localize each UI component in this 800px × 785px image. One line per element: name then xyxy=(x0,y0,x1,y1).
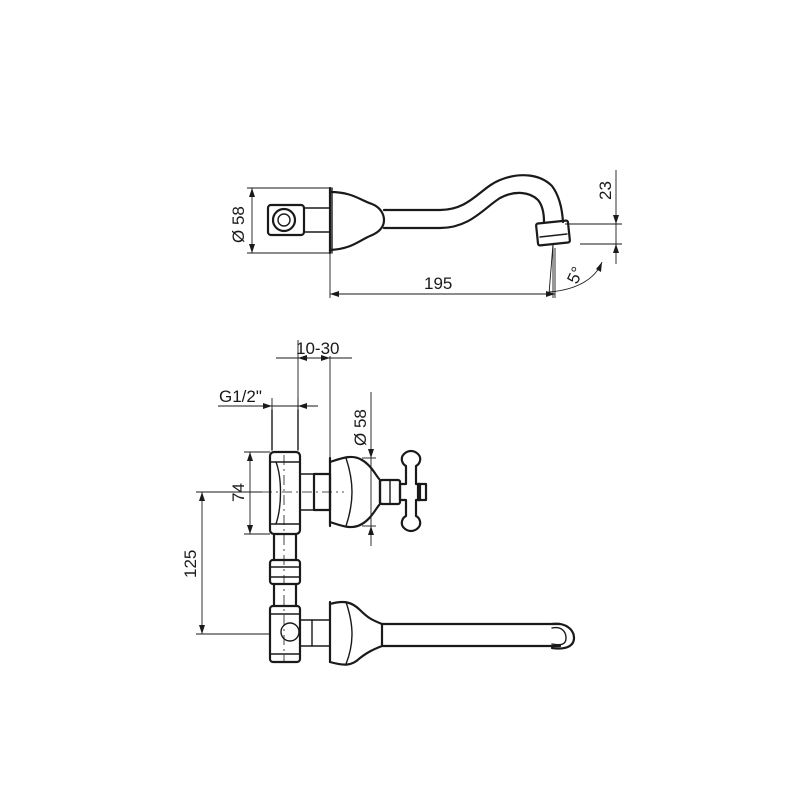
dim-length: 195 xyxy=(329,248,556,298)
dim-height-label: 23 xyxy=(596,181,615,200)
dim-height: 23 xyxy=(565,170,622,264)
dim-spacing: 125 xyxy=(181,491,270,635)
dim-front-diameter-label: Ø 58 xyxy=(351,409,370,446)
dim-front-diameter: Ø 58 xyxy=(351,392,376,546)
lower-tee xyxy=(268,604,331,664)
top-view: Ø 58 195 23 5° xyxy=(229,170,622,298)
dim-angle-label: 5° xyxy=(563,264,587,287)
dim-top-diameter: Ø 58 xyxy=(229,187,330,254)
dim-thread: G1/2" xyxy=(218,387,318,450)
dim-range: 10-30 xyxy=(276,339,352,458)
dim-body-label: 74 xyxy=(229,483,248,502)
dim-body: 74 xyxy=(229,451,270,535)
front-view: 10-30 G1/2" Ø 58 74 xyxy=(181,339,576,666)
spout-arm xyxy=(380,622,576,650)
aerator xyxy=(535,219,571,247)
wall-flange xyxy=(328,186,386,255)
dim-angle: 5° xyxy=(548,243,603,298)
dim-spacing-label: 125 xyxy=(181,550,200,578)
cross-handle[interactable] xyxy=(378,449,428,533)
thread-connector xyxy=(271,409,299,451)
dim-range-label: 10-30 xyxy=(296,339,339,358)
spout xyxy=(382,174,571,247)
dim-length-label: 195 xyxy=(424,274,452,293)
eccentric-body xyxy=(268,450,332,536)
riser-pipe xyxy=(268,532,302,608)
inlet-fitting xyxy=(266,203,331,237)
dim-top-diameter-label: Ø 58 xyxy=(229,206,248,243)
dim-thread-label: G1/2" xyxy=(219,387,262,406)
spout-flange xyxy=(328,600,384,666)
